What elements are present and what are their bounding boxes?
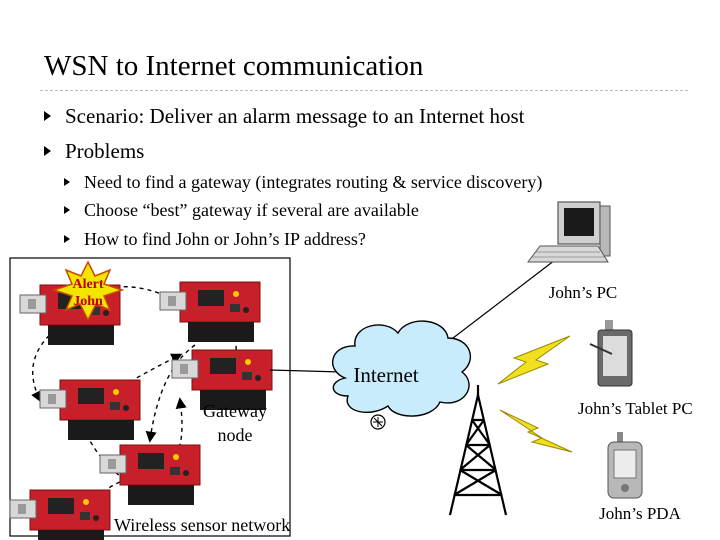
tablet-pc-icon <box>589 320 633 387</box>
pda-label: John’s PDA <box>599 504 681 523</box>
gateway-label-line1: Gateway <box>203 401 267 421</box>
router-icon <box>370 414 386 430</box>
wsn-label: Wireless sensor network <box>114 515 290 535</box>
sub-bullet-gateway: Need to find a gateway (integrates routi… <box>64 172 542 193</box>
gateway-internet-link <box>269 369 343 373</box>
alert-label-line1: Alert <box>72 277 103 292</box>
bullet-text: Problems <box>65 139 145 163</box>
pda-icon <box>607 432 643 499</box>
wsn-boundary <box>9 257 291 537</box>
bullet-arrow-icon <box>44 111 51 122</box>
lightning-icon <box>497 335 571 385</box>
internet-pc-link <box>439 259 556 349</box>
lightning-icon <box>499 409 573 453</box>
tablet-label: John’s Tablet PC <box>578 399 693 418</box>
bullet-scenario: Scenario: Deliver an alarm message to an… <box>44 104 525 129</box>
sub-bullet-find-john: How to find John or John’s IP address? <box>64 229 366 250</box>
bullet-arrow-icon <box>44 146 51 157</box>
bullet-text: Scenario: Deliver an alarm message to an… <box>65 104 525 128</box>
sensor-node-icon <box>39 379 141 441</box>
sub-bullet-text: Choose “best” gateway if several are ava… <box>84 200 419 220</box>
sub-bullet-text: How to find John or John’s IP address? <box>84 229 366 249</box>
desktop-pc-icon <box>527 201 611 263</box>
sub-bullet-choose: Choose “best” gateway if several are ava… <box>64 200 419 221</box>
internet-label: Internet <box>353 363 418 387</box>
bullet-arrow-icon <box>64 177 70 186</box>
sensor-node-icon <box>159 281 261 343</box>
starburst-icon <box>51 260 125 322</box>
pc-label: John’s PC <box>549 283 618 302</box>
sensor-node-icon <box>9 489 111 540</box>
sub-bullet-text: Need to find a gateway (integrates routi… <box>84 172 543 192</box>
bullet-arrow-icon <box>64 205 70 214</box>
sensor-node-icon <box>99 444 201 506</box>
gateway-label-line2: node <box>218 425 253 445</box>
bullet-problems: Problems <box>44 139 144 164</box>
slide-title: WSN to Internet communication <box>44 50 424 82</box>
cloud-icon <box>332 320 472 417</box>
title-divider <box>40 90 688 91</box>
radio-tower-icon <box>448 385 508 516</box>
alert-label-line2: John <box>73 294 103 309</box>
bullet-arrow-icon <box>64 234 70 243</box>
